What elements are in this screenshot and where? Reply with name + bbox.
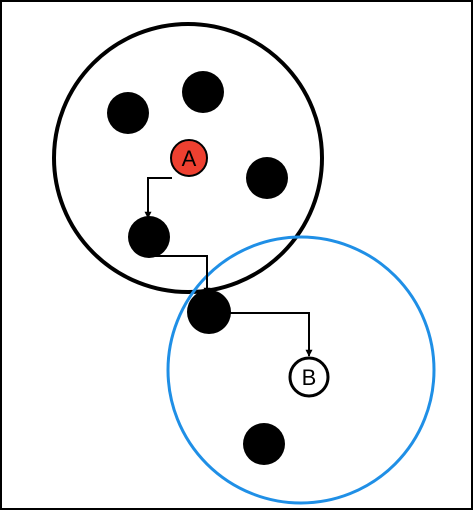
- node-a-circle: [170, 139, 208, 177]
- cluster-circle-black: [52, 22, 324, 294]
- edge-node-to-b: [228, 312, 313, 357]
- node-b-label: B: [302, 365, 317, 390]
- node-a-label: A: [182, 146, 197, 171]
- nodes: A B: [107, 71, 330, 465]
- edges: [144, 177, 313, 357]
- node-circle: [243, 423, 285, 465]
- node-circle: [246, 157, 288, 199]
- node-b-circle: [288, 356, 330, 398]
- node-circle: [128, 216, 170, 258]
- cluster-circle-blue: [166, 235, 436, 505]
- edge-a-to-node: [144, 177, 172, 219]
- node-circle: [187, 290, 231, 334]
- node-circle: [182, 71, 224, 113]
- edge-node-to-node: [148, 255, 211, 295]
- node-b: B: [288, 356, 330, 398]
- node-a: A: [170, 139, 208, 177]
- node-circle: [107, 92, 149, 134]
